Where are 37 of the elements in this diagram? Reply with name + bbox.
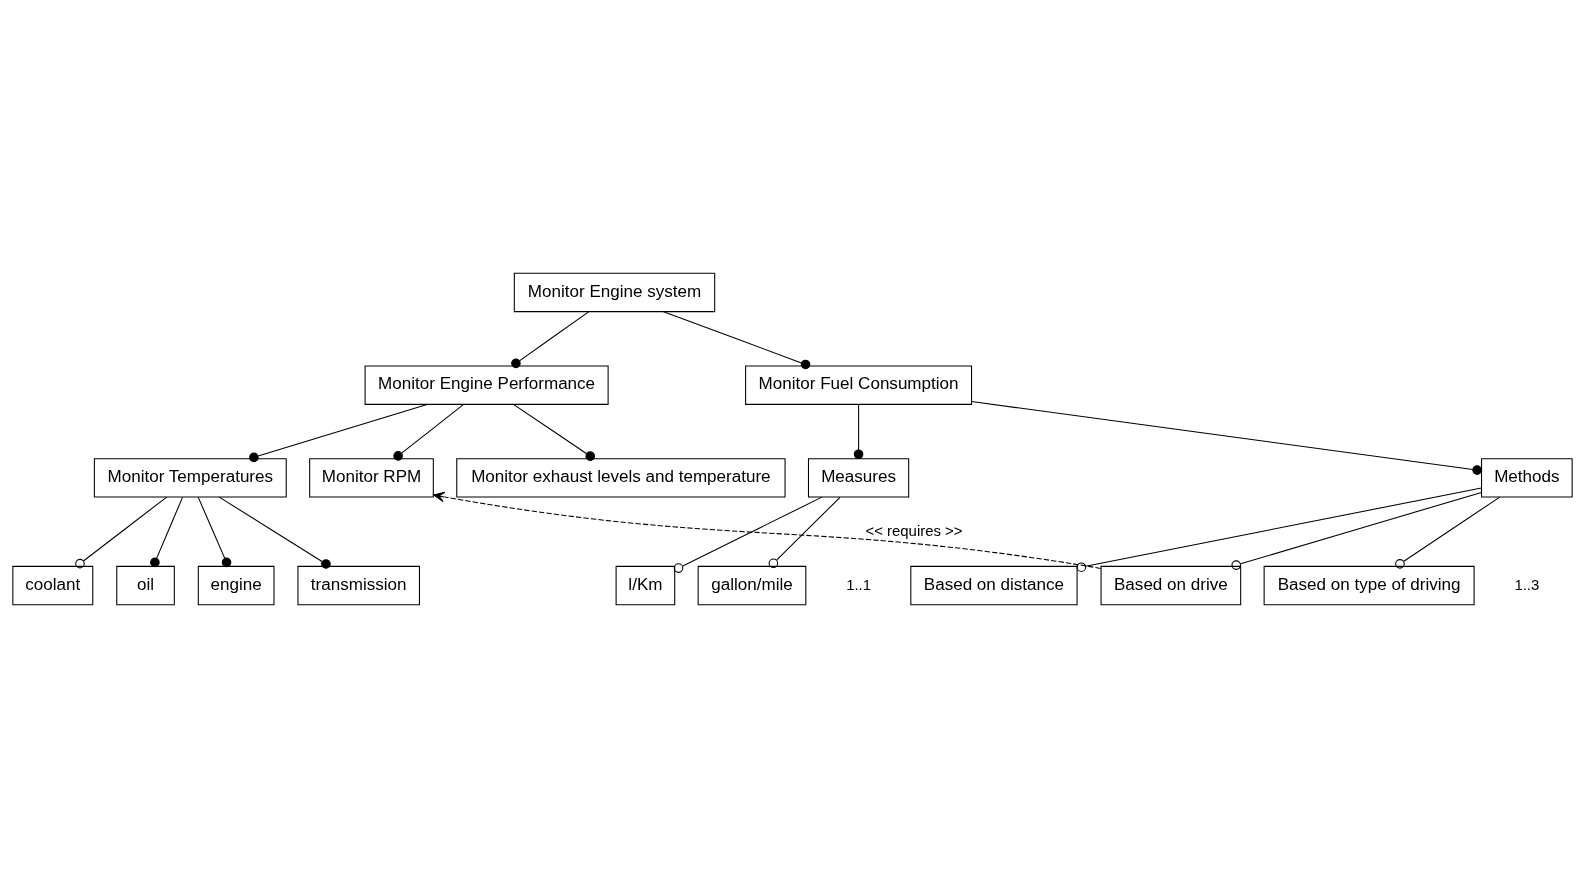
connector xyxy=(1231,491,1482,570)
node-box: Monitor exhaust levels and temperature xyxy=(456,457,786,498)
connector xyxy=(513,403,596,461)
node-box: Based on drive xyxy=(1100,565,1242,605)
connector xyxy=(768,496,841,568)
node-box: Based on type of driving xyxy=(1263,565,1475,605)
label: 1..3 xyxy=(1514,575,1540,592)
connector xyxy=(673,496,823,573)
connector xyxy=(663,310,811,369)
connector xyxy=(218,496,331,569)
node-box: l/Km xyxy=(615,565,676,605)
node-box: oil xyxy=(116,565,175,605)
connector xyxy=(75,496,168,568)
node-box: Monitor Engine Performance xyxy=(364,364,609,405)
node-box: Monitor Engine system xyxy=(513,272,716,312)
node-box: Based on distance xyxy=(910,565,1078,605)
connector xyxy=(197,496,232,567)
arrow xyxy=(433,491,1102,569)
node-box: coolant xyxy=(12,565,94,605)
label: 1..1 xyxy=(846,575,872,592)
node-box: Methods xyxy=(1481,457,1573,498)
node-box: transmission xyxy=(297,565,420,605)
connector xyxy=(853,403,864,459)
node-box: Measures xyxy=(807,457,910,498)
node-box: Monitor RPM xyxy=(309,457,434,498)
connector xyxy=(1395,496,1501,569)
edge-label: << requires >> xyxy=(865,521,963,539)
node-box: Monitor Temperatures xyxy=(93,457,287,498)
connector xyxy=(1076,486,1482,572)
connector xyxy=(393,403,464,461)
node-box: gallon/mile xyxy=(697,565,807,605)
connector xyxy=(249,403,428,462)
connector xyxy=(511,310,590,368)
node-box: engine xyxy=(197,565,275,605)
node-box: Monitor Fuel Consumption xyxy=(745,364,973,405)
connector xyxy=(971,400,1482,475)
connector xyxy=(150,496,184,567)
